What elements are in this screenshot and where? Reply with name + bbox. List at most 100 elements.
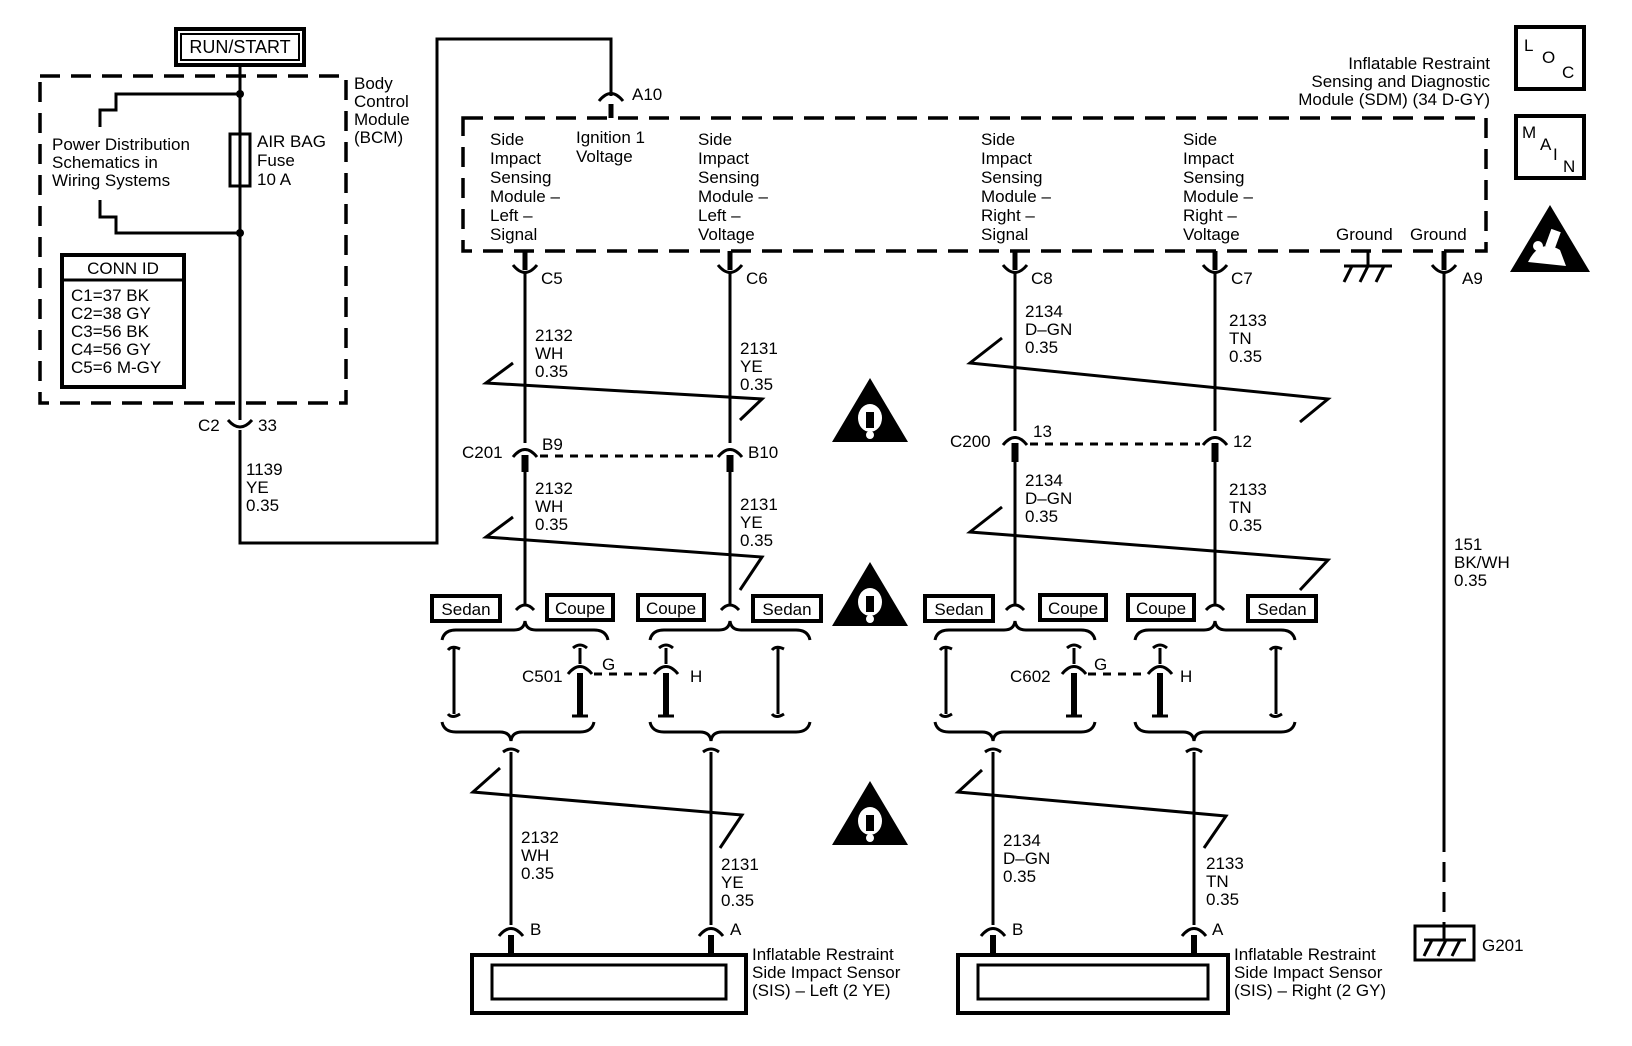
- sdm-left-voltage: Side Impact Sensing Module – Left – Volt…: [698, 130, 768, 244]
- sedan-jumpers: [446, 645, 1283, 718]
- svg-text:C: C: [1562, 63, 1574, 82]
- svg-text:L: L: [1524, 36, 1533, 55]
- svg-text:Right –: Right –: [981, 206, 1035, 225]
- main-icon: M A I N: [1514, 114, 1586, 180]
- svg-text:C6: C6: [746, 269, 768, 288]
- svg-text:YE: YE: [740, 357, 763, 376]
- wire-2133-upper: 2133 TN 0.35: [1213, 271, 1267, 431]
- svg-text:YE: YE: [740, 513, 763, 532]
- ground-symbol-icon: [1342, 251, 1392, 283]
- option-brace-upper: [440, 620, 1297, 641]
- svg-text:Signal: Signal: [490, 225, 537, 244]
- wire-2134-lower: 2134 D–GN 0.35: [991, 752, 1050, 925]
- run-start-box: RUN/START: [174, 27, 306, 67]
- svg-text:Wiring Systems: Wiring Systems: [52, 171, 170, 190]
- option-coupe-3: Coupe: [1038, 593, 1108, 622]
- svg-text:AIR BAG: AIR BAG: [257, 132, 326, 151]
- svg-text:13: 13: [1033, 422, 1052, 441]
- svg-text:0.35: 0.35: [1206, 890, 1239, 909]
- svg-text:Ignition 1: Ignition 1: [576, 128, 645, 147]
- svg-text:WH: WH: [521, 846, 549, 865]
- svg-text:0.35: 0.35: [740, 375, 773, 394]
- option-brace-lower: [440, 721, 1297, 742]
- svg-text:0.35: 0.35: [535, 362, 568, 381]
- svg-text:Sensing: Sensing: [981, 168, 1042, 187]
- svg-text:C501: C501: [522, 667, 563, 686]
- option-sedan-1: Sedan: [430, 594, 502, 623]
- svg-text:(BCM): (BCM): [354, 128, 403, 147]
- sdm-ground-label-1: Ground: [1336, 225, 1393, 244]
- svg-text:D–GN: D–GN: [1025, 489, 1072, 508]
- svg-text:Side: Side: [490, 130, 524, 149]
- sensor-left: Inflatable Restraint Side Impact Sensor …: [470, 945, 901, 1015]
- svg-text:Inflatable Restraint: Inflatable Restraint: [752, 945, 894, 964]
- svg-text:B9: B9: [542, 435, 563, 454]
- wire-151: 151 BK/WH 0.35: [1442, 271, 1510, 940]
- svg-text:2133: 2133: [1229, 480, 1267, 499]
- svg-text:1139: 1139: [246, 460, 283, 479]
- svg-text:Inflatable Restraint: Inflatable Restraint: [1348, 54, 1490, 73]
- svg-text:TN: TN: [1229, 329, 1252, 348]
- svg-text:C2=38 GY: C2=38 GY: [71, 304, 151, 323]
- svg-text:Sedan: Sedan: [441, 600, 490, 619]
- twisted-pair-right-1: [966, 336, 1332, 424]
- svg-text:Sensing: Sensing: [490, 168, 551, 187]
- svg-text:Impact: Impact: [698, 149, 749, 168]
- svg-text:Impact: Impact: [490, 149, 541, 168]
- svg-text:Module –: Module –: [490, 187, 560, 206]
- svg-text:H: H: [690, 667, 702, 686]
- svg-text:Sedan: Sedan: [762, 600, 811, 619]
- svg-text:YE: YE: [721, 873, 744, 892]
- svg-text:A: A: [1212, 920, 1224, 939]
- svg-text:151: 151: [1454, 535, 1482, 554]
- svg-text:Module –: Module –: [698, 187, 768, 206]
- svg-text:WH: WH: [535, 497, 563, 516]
- svg-text:0.35: 0.35: [521, 864, 554, 883]
- svg-text:Side: Side: [981, 130, 1015, 149]
- svg-text:2132: 2132: [521, 828, 559, 847]
- c2-pin: 33: [258, 416, 277, 435]
- svg-text:Side: Side: [1183, 130, 1217, 149]
- power-distribution-ref: Power Distribution Schematics in Wiring …: [52, 135, 190, 190]
- svg-text:C4=56 GY: C4=56 GY: [71, 340, 151, 359]
- svg-text:Impact: Impact: [981, 149, 1032, 168]
- sensor-left-pin-b: B: [497, 920, 541, 955]
- svg-text:Coupe: Coupe: [1048, 599, 1098, 618]
- svg-text:C1=37 BK: C1=37 BK: [71, 286, 150, 305]
- wire-2132-lower: 2132 WH 0.35: [509, 752, 559, 925]
- sdm-box: [461, 116, 1488, 253]
- svg-text:Sensing: Sensing: [1183, 168, 1244, 187]
- svg-text:Schematics in: Schematics in: [52, 153, 158, 172]
- twisted-pair-right-2: [966, 505, 1332, 592]
- svg-text:TN: TN: [1206, 872, 1229, 891]
- svg-text:Side Impact Sensor: Side Impact Sensor: [1234, 963, 1383, 982]
- svg-text:H: H: [1180, 667, 1192, 686]
- run-start-label: RUN/START: [189, 37, 290, 57]
- sdm-ignition: Ignition 1 Voltage: [576, 128, 645, 166]
- svg-text:C200: C200: [950, 432, 991, 451]
- svg-text:Module –: Module –: [1183, 187, 1253, 206]
- svg-text:Module (SDM) (34 D-GY): Module (SDM) (34 D-GY): [1298, 90, 1490, 109]
- option-coupe-4: Coupe: [1126, 593, 1196, 622]
- svg-text:D–GN: D–GN: [1025, 320, 1072, 339]
- option-sedan-3: Sedan: [923, 594, 995, 623]
- svg-text:0.35: 0.35: [740, 531, 773, 550]
- svg-text:2133: 2133: [1229, 311, 1267, 330]
- bcm-box: [38, 74, 348, 405]
- svg-text:B: B: [530, 920, 541, 939]
- svg-text:C602: C602: [1010, 667, 1051, 686]
- c201-connector: C201 B9 B10: [462, 435, 778, 472]
- wire-1139: [238, 37, 613, 545]
- loc-icon: L O C: [1514, 25, 1586, 91]
- g201-ground: G201: [1413, 924, 1524, 962]
- svg-text:Left –: Left –: [490, 206, 533, 225]
- svg-text:Coupe: Coupe: [1136, 599, 1186, 618]
- sdm-pin-c5: C5: [511, 251, 563, 288]
- svg-text:O: O: [1542, 48, 1555, 67]
- wire-2132-middle: 2132 WH 0.35: [523, 472, 573, 606]
- twisted-pair-left-2: [481, 515, 765, 591]
- svg-text:2134: 2134: [1025, 471, 1063, 490]
- wire-2131-lower: 2131 YE 0.35: [709, 752, 759, 925]
- svg-text:A: A: [1540, 135, 1552, 154]
